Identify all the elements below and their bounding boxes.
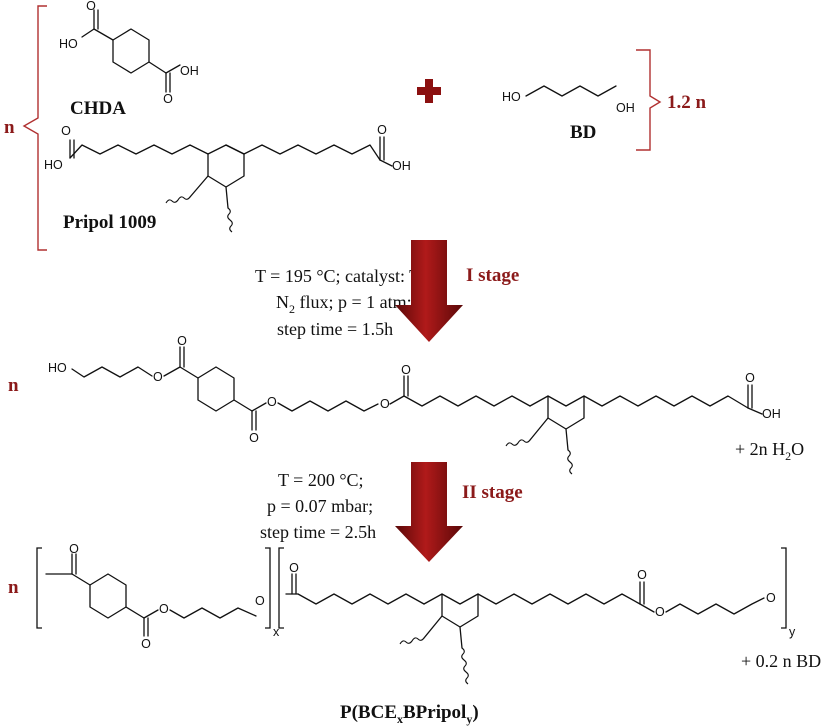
product-n: n — [8, 577, 19, 598]
chda-structure: O HO O OH — [59, 0, 199, 106]
svg-text:O: O — [377, 123, 387, 137]
stage1-line1: T = 195 °C; catalyst: TBT; — [255, 266, 447, 286]
svg-text:O: O — [745, 371, 755, 385]
product-x: x — [273, 625, 280, 639]
bd-ho: HO — [502, 90, 521, 104]
svg-text:O: O — [61, 124, 71, 138]
svg-text:O: O — [163, 92, 173, 106]
stage2-line1: T = 200 °C; — [278, 470, 364, 490]
pripol-ho: HO — [44, 158, 63, 172]
stage1-line3: step time = 1.5h — [277, 319, 393, 339]
svg-text:OH: OH — [762, 407, 781, 421]
product-byproduct: + 0.2 n BD — [741, 651, 821, 671]
plus-icon — [417, 79, 441, 103]
stage2-arrow-icon — [395, 462, 463, 562]
svg-text:O: O — [249, 431, 259, 445]
svg-text:O: O — [69, 542, 79, 556]
intermediate-byproduct: + 2n H2O — [735, 439, 804, 463]
stage2-line3: step time = 2.5h — [260, 522, 376, 542]
bd-ratio-label: 1.2 n — [667, 92, 707, 113]
bd-oh: OH — [616, 101, 635, 115]
svg-text:O: O — [86, 0, 96, 13]
svg-text:O: O — [289, 561, 299, 575]
svg-text:O: O — [267, 395, 277, 409]
pripol-oh: OH — [392, 159, 411, 173]
bd-structure: HO OH — [502, 85, 635, 115]
stage1-arrow-icon — [395, 240, 463, 342]
intermediate-structure: HO O O O O O O O OH — [48, 334, 781, 475]
svg-text:O: O — [177, 334, 187, 348]
svg-text:O: O — [655, 605, 665, 619]
product-y: y — [789, 625, 796, 639]
intermediate-n: n — [8, 375, 19, 396]
svg-text:O: O — [637, 568, 647, 582]
svg-text:O: O — [153, 370, 163, 384]
bd-label: BD — [570, 122, 596, 143]
chda-ho: HO — [59, 37, 78, 51]
svg-text:O: O — [380, 397, 390, 411]
svg-text:O: O — [141, 637, 151, 651]
left-brace — [22, 5, 47, 251]
chda-label: CHDA — [70, 98, 126, 119]
svg-text:O: O — [401, 363, 411, 377]
right-brace — [636, 49, 662, 151]
svg-text:O: O — [159, 602, 169, 616]
product-name: P(BCExBPripoly) — [340, 702, 479, 726]
stage1-line2: N2 flux; p = 1 atm; — [276, 292, 412, 316]
product-structure: x O O O O y O O O O — [36, 542, 796, 685]
svg-text:HO: HO — [48, 361, 67, 375]
stage2-label: II stage — [462, 482, 523, 503]
stage1-label: I stage — [466, 265, 519, 286]
svg-text:O: O — [766, 591, 776, 605]
svg-text:O: O — [255, 594, 265, 608]
stage2-line2: p = 0.07 mbar; — [267, 496, 373, 516]
pripol-structure: O HO O OH — [44, 123, 411, 233]
chda-oh: OH — [180, 64, 199, 78]
pripol-label: Pripol 1009 — [63, 212, 156, 233]
left-n-label: n — [4, 117, 15, 138]
